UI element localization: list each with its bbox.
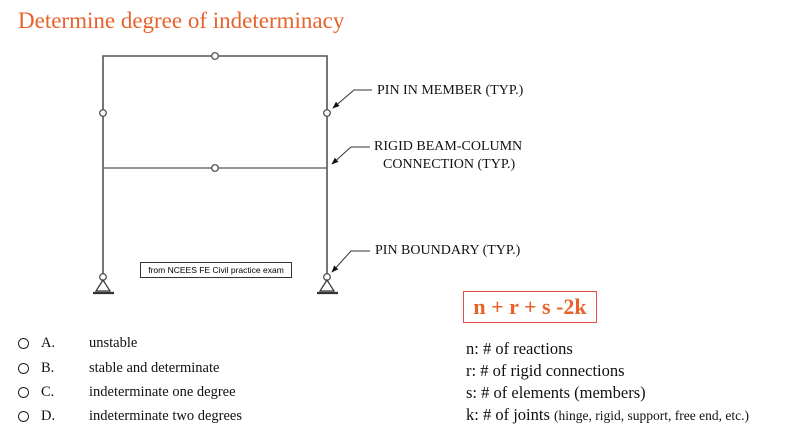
radio-icon[interactable] [18,363,29,375]
option-c[interactable]: C.indeterminate one degree [18,384,236,401]
legend-n: n: # of reactions [466,339,573,358]
hinge-top [211,52,219,60]
source-note: from NCEES FE Civil practice exam [140,262,292,278]
legend-k: k: # of joints (hinge, rigid, support, f… [466,405,749,424]
legend-r: r: # of rigid connections [466,361,625,380]
leaders [331,89,372,273]
legend-s: s: # of elements (members) [466,383,646,402]
option-a[interactable]: A.unstable [18,335,137,352]
label-rigid-connection-2: CONNECTION (TYP.) [383,157,516,172]
radio-icon[interactable] [18,338,29,350]
option-b[interactable]: B.stable and determinate [18,360,219,377]
formula-box: n + r + s -2k [463,291,597,323]
hinges [99,52,331,281]
label-pin-boundary: PIN BOUNDARY (TYP.) [375,243,521,258]
supports [93,278,338,295]
option-d[interactable]: D.indeterminate two degrees [18,408,242,425]
hinge-beam [211,164,219,172]
hinge-right [323,109,331,117]
page-title: Determine degree of indeterminacy [18,8,345,33]
label-rigid-connection-1: RIGID BEAM-COLUMN [374,139,523,154]
hinge-left [99,109,107,117]
radio-icon[interactable] [18,387,29,399]
radio-icon[interactable] [18,411,29,423]
label-pin-in-member: PIN IN MEMBER (TYP.) [377,83,524,98]
